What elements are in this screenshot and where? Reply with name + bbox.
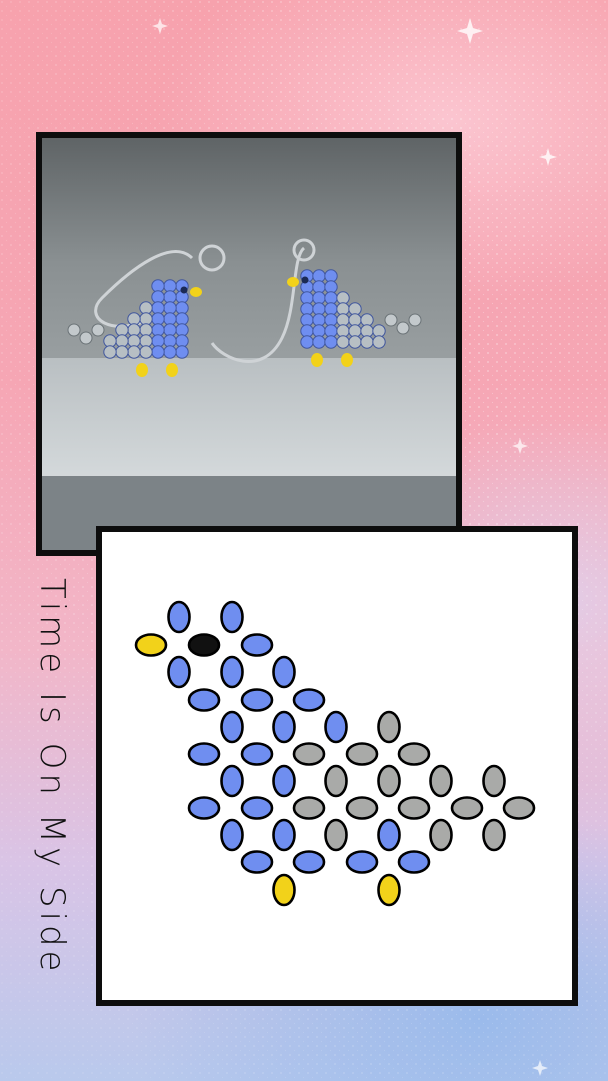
ear-wire-loop-right (292, 238, 316, 262)
photo-bead-left (127, 345, 141, 359)
pattern-bead-gray (345, 796, 379, 820)
pattern-bead-gray (377, 710, 401, 744)
pattern-bead-blue (272, 655, 296, 689)
pattern-bead-gray (397, 742, 431, 766)
bead-pattern-frame (96, 526, 578, 1006)
photo-tail-bead-right (384, 313, 398, 327)
pattern-bead-blue (187, 688, 221, 712)
pattern-bead-blue (220, 655, 244, 689)
photo-bead-right (360, 335, 374, 349)
pattern-bead-blue (167, 600, 191, 634)
photo-tail-bead-right (396, 321, 410, 335)
photo-tail-bead-right (408, 313, 422, 327)
pattern-bead-blue (240, 796, 274, 820)
pattern-bead-blue (220, 600, 244, 634)
pattern-bead-gray (482, 764, 506, 798)
pattern-bead-blue (167, 655, 191, 689)
pattern-bead-black (187, 633, 221, 657)
pattern-bead-blue (240, 850, 274, 874)
photo-tail-bead-left (67, 323, 81, 337)
pattern-bead-blue (397, 850, 431, 874)
pattern-bead-gray (324, 764, 348, 798)
pattern-bead-blue (272, 764, 296, 798)
photo-bead-right (336, 335, 350, 349)
pattern-bead-yellow (134, 633, 168, 657)
pattern-bead-gray (292, 796, 326, 820)
pattern-bead-blue (377, 818, 401, 852)
photo-bead-left (139, 345, 153, 359)
pattern-bead-blue (345, 850, 379, 874)
photo-bead-left (163, 345, 177, 359)
pattern-bead-yellow (272, 873, 296, 907)
pattern-bead-blue (272, 818, 296, 852)
photo-bead-right (324, 335, 338, 349)
pattern-bead-gray (450, 796, 484, 820)
pattern-bead-gray (324, 818, 348, 852)
pattern-bead-blue (220, 818, 244, 852)
photo-tail-bead-left (91, 323, 105, 337)
earring-photo (42, 138, 456, 550)
pattern-bead-blue (272, 710, 296, 744)
pattern-bead-blue (292, 688, 326, 712)
pattern-bead-blue (220, 710, 244, 744)
earring-photo-frame (36, 132, 462, 556)
pattern-bead-gray (345, 742, 379, 766)
pattern-bead-blue (220, 764, 244, 798)
pattern-bead-blue (240, 633, 274, 657)
pattern-bead-blue (240, 742, 274, 766)
photo-bead-right (300, 335, 314, 349)
photo-tail-bead-left (79, 331, 93, 345)
pattern-bead-gray (502, 796, 536, 820)
photo-eye-left (180, 286, 188, 294)
photo-beak-left (190, 287, 202, 297)
photo-bead-left (175, 345, 189, 359)
photo-bead-left (151, 345, 165, 359)
pattern-bead-gray (397, 796, 431, 820)
photo-bead-right (312, 335, 326, 349)
ear-wire-loop-left (198, 244, 226, 272)
photo-eye-right (301, 276, 309, 284)
photo-bead-left (103, 345, 117, 359)
photo-bead-left (115, 345, 129, 359)
ear-wire-right (210, 246, 306, 363)
pattern-bead-blue (324, 710, 348, 744)
photo-beak-right (287, 277, 299, 287)
bird-bead-pattern (102, 532, 572, 1000)
photo-foot-left (136, 363, 148, 377)
photo-foot-left (166, 363, 178, 377)
pattern-bead-yellow (377, 873, 401, 907)
photo-bead-right (348, 335, 362, 349)
photo-foot-right (341, 353, 353, 367)
side-caption: Time Is On My Side (32, 578, 72, 976)
pattern-bead-blue (187, 742, 221, 766)
pattern-bead-gray (429, 764, 453, 798)
pattern-bead-blue (292, 850, 326, 874)
pattern-bead-gray (429, 818, 453, 852)
photo-bead-right (372, 335, 386, 349)
pattern-bead-gray (292, 742, 326, 766)
pattern-bead-blue (240, 688, 274, 712)
pattern-bead-gray (377, 764, 401, 798)
pattern-bead-gray (482, 818, 506, 852)
pattern-bead-blue (187, 796, 221, 820)
photo-foot-right (311, 353, 323, 367)
